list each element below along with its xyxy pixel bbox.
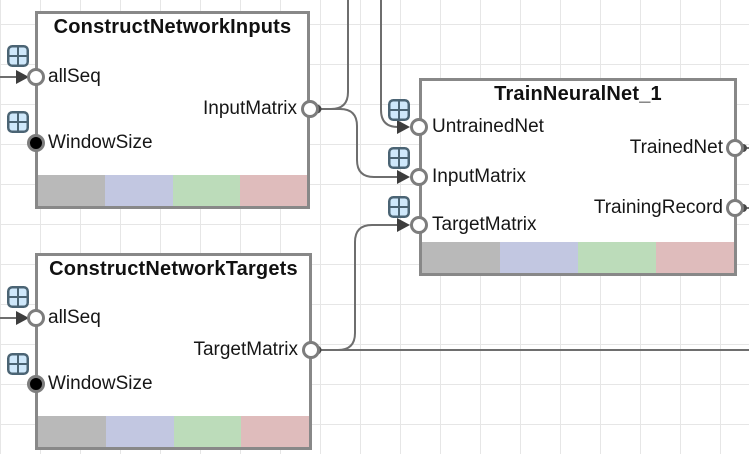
node-title: ConstructNetworkTargets — [49, 258, 298, 280]
table-icon[interactable] — [7, 111, 29, 133]
port-label: allSeq — [48, 66, 101, 87]
arrowhead-untrainednet — [397, 120, 410, 134]
bar-segment — [172, 175, 240, 206]
port-trainednet-output[interactable] — [726, 139, 744, 157]
table-icon[interactable] — [388, 147, 410, 169]
port-targetmatrix-input[interactable] — [410, 216, 428, 234]
node-train-neural-net[interactable]: TrainNeuralNet_1 — [419, 78, 737, 276]
port-targetmatrix-output[interactable] — [302, 341, 320, 359]
table-icon[interactable] — [388, 196, 410, 218]
node-construct-network-inputs[interactable]: ConstructNetworkInputs — [35, 11, 310, 209]
status-bar — [38, 175, 307, 206]
arrowhead-targetmatrix-in — [397, 218, 410, 232]
port-label: TrainedNet — [629, 137, 723, 158]
status-bar — [422, 242, 734, 273]
bar-segment — [105, 175, 173, 206]
table-icon[interactable] — [7, 45, 29, 67]
bar-segment — [38, 175, 106, 206]
port-windowsize-input[interactable] — [27, 134, 45, 152]
bar-segment — [173, 416, 242, 447]
wire-targetmatrix-to-targetmatrix[interactable] — [317, 224, 402, 351]
node-title: ConstructNetworkInputs — [53, 16, 292, 38]
port-inputmatrix-input[interactable] — [410, 168, 428, 186]
table-icon[interactable] — [388, 99, 410, 121]
bar-segment — [239, 175, 307, 206]
arrowhead-allseq-inputs — [16, 70, 29, 84]
port-label: WindowSize — [48, 132, 153, 153]
port-label: TrainingRecord — [593, 197, 723, 218]
port-trainingrecord-output[interactable] — [726, 199, 744, 217]
bar-segment — [241, 416, 309, 447]
port-label: WindowSize — [48, 373, 153, 394]
wire-inputmatrix-to-inputmatrix[interactable] — [317, 108, 402, 178]
bar-segment — [38, 416, 106, 447]
table-icon[interactable] — [7, 286, 29, 308]
table-icon[interactable] — [7, 353, 29, 375]
port-label: TargetMatrix — [193, 339, 298, 360]
port-allseq-input[interactable] — [27, 68, 45, 86]
bar-segment — [500, 242, 578, 273]
port-inputmatrix-output[interactable] — [301, 100, 319, 118]
bar-segment — [656, 242, 734, 273]
port-label: UntrainedNet — [432, 116, 544, 137]
port-windowsize-input[interactable] — [27, 375, 45, 393]
port-allseq-input[interactable] — [27, 309, 45, 327]
port-label: allSeq — [48, 307, 101, 328]
wire-inputmatrix-out-to-top[interactable] — [317, 0, 349, 110]
port-label: TargetMatrix — [432, 214, 537, 235]
port-label: InputMatrix — [432, 166, 526, 187]
port-untrainednet-input[interactable] — [410, 118, 428, 136]
node-title: TrainNeuralNet_1 — [494, 83, 662, 105]
arrowhead-inputmatrix-in — [397, 170, 410, 184]
bar-segment — [422, 242, 500, 273]
arrowhead-allseq-targets — [16, 311, 29, 325]
port-label: InputMatrix — [203, 98, 297, 119]
status-bar — [38, 416, 309, 447]
bar-segment — [578, 242, 656, 273]
bar-segment — [105, 416, 174, 447]
node-construct-network-targets[interactable]: ConstructNetworkTargets — [35, 253, 312, 450]
